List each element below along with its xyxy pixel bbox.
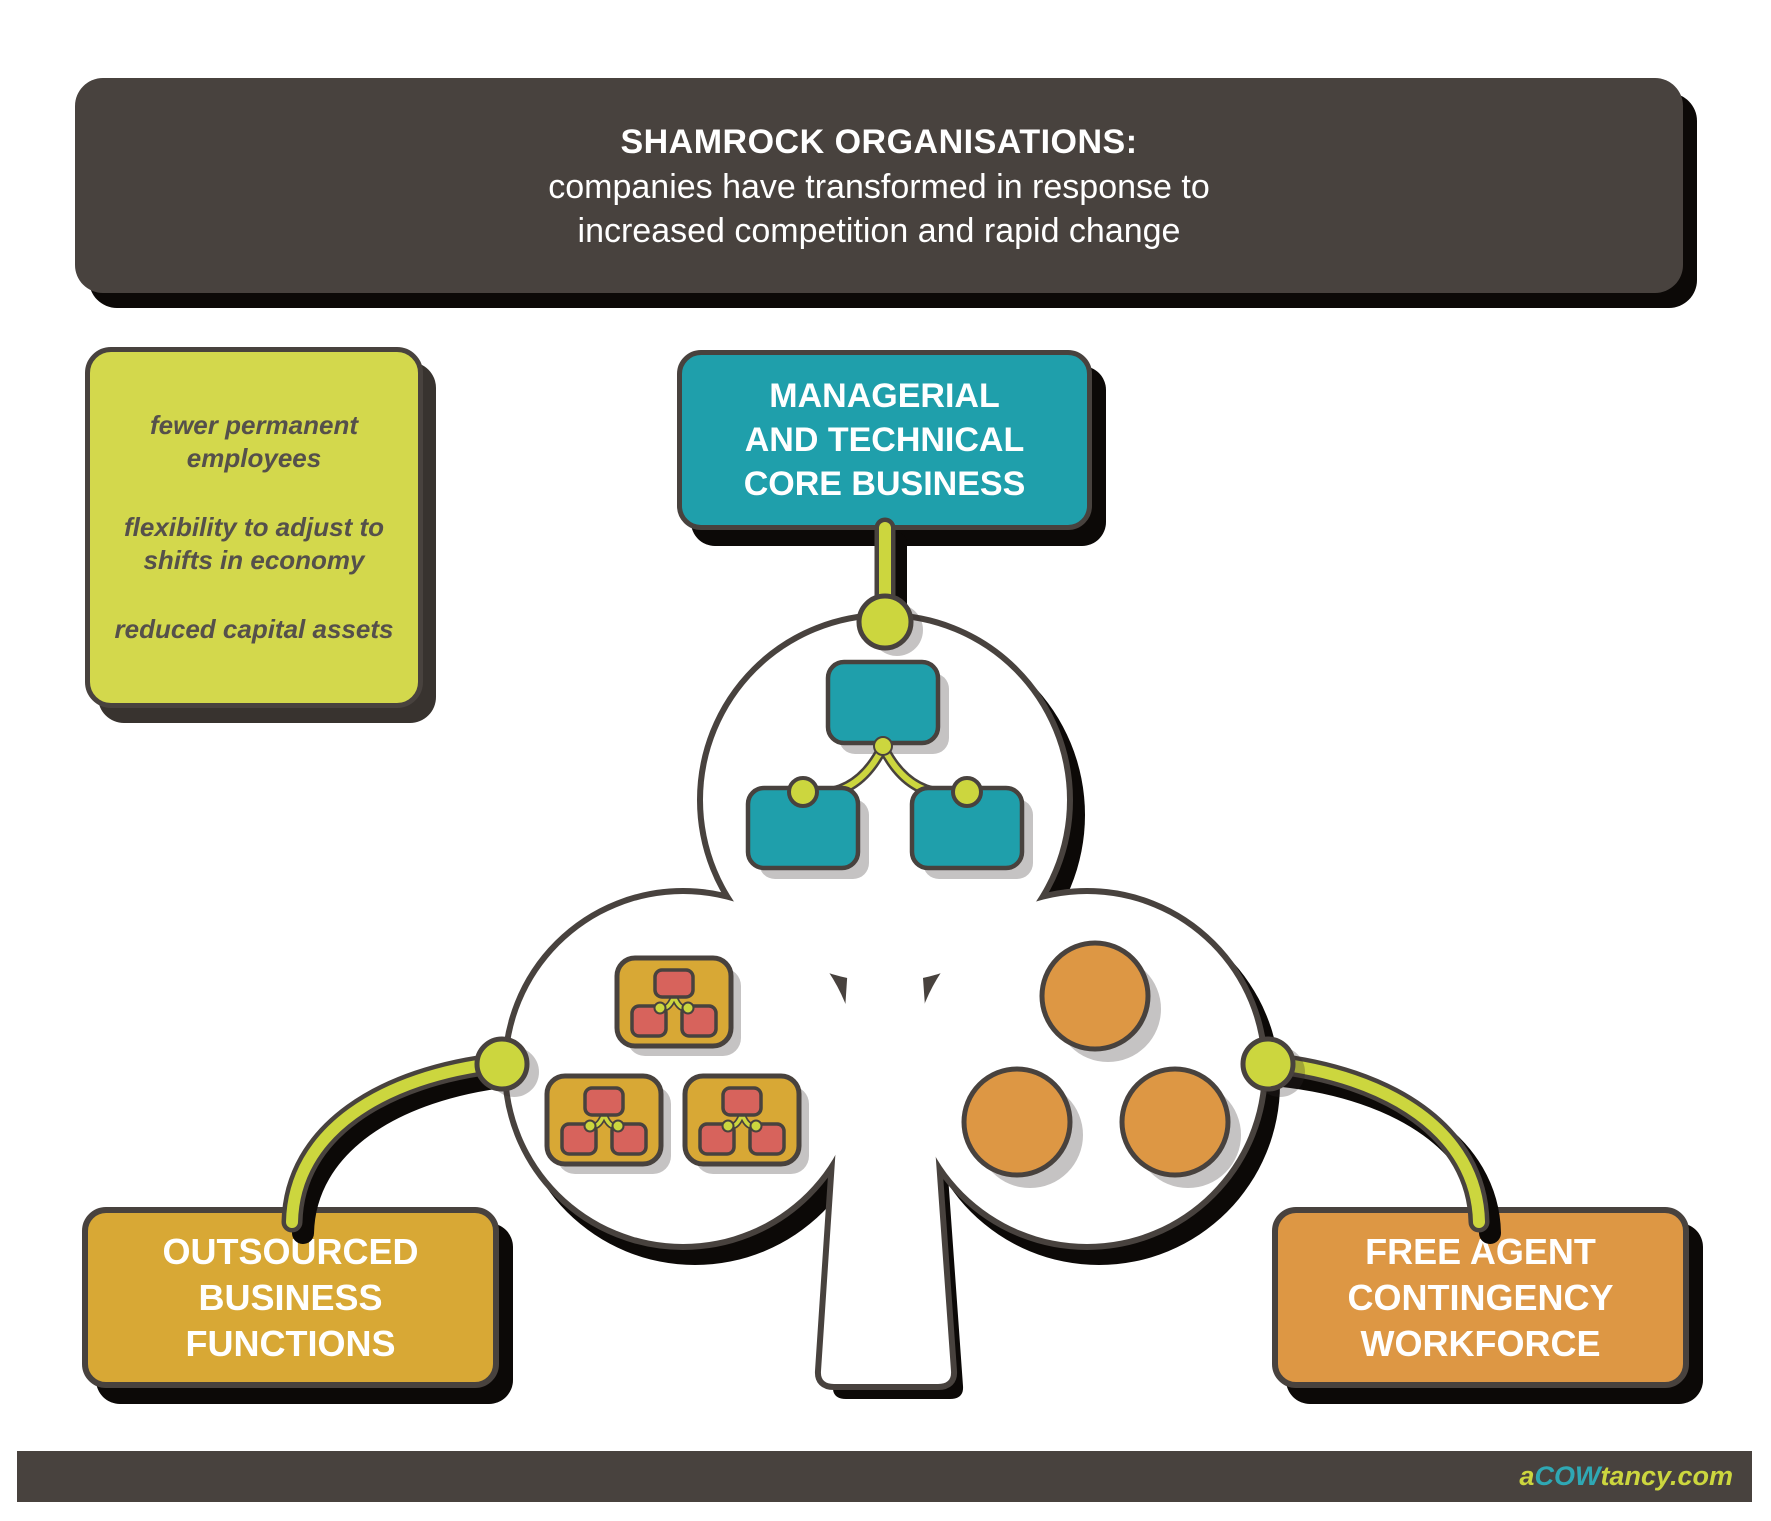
footer-bar: aCOWtancy.com xyxy=(17,1451,1752,1502)
top-joint-circle xyxy=(856,593,914,651)
shamrock-left-leaf xyxy=(508,894,858,1244)
outsourced-box: OUTSOURCED BUSINESS FUNCTIONS xyxy=(82,1207,499,1388)
shamrock-right-leaf-outline xyxy=(906,888,1268,1250)
free-agent-connector xyxy=(1265,1057,1485,1228)
connectors xyxy=(281,517,1501,1244)
free-agent-box: FREE AGENT CONTINGENCY WORKFORCE xyxy=(1272,1207,1689,1388)
right-joint-circle xyxy=(1240,1036,1296,1092)
core-business-box: MANAGERIAL AND TECHNICAL CORE BUSINESS xyxy=(677,350,1092,530)
joint-shadows xyxy=(489,604,1305,1097)
core-org-chart xyxy=(745,659,1033,879)
shamrock-stem-outline xyxy=(814,944,958,1390)
core-child-node-right xyxy=(909,785,1025,871)
page-subtitle-line2: increased competition and rapid change xyxy=(577,211,1181,250)
benefits-box: fewer permanent employees flexibility to… xyxy=(85,347,423,708)
free-agent-circles xyxy=(961,940,1241,1188)
benefit-item-2: flexibility to adjust to shifts in econo… xyxy=(123,512,384,575)
mini-org-chart-bottom-right xyxy=(682,1073,802,1167)
free-agent-connector-outline xyxy=(1260,1052,1490,1233)
free-agent-circle-left xyxy=(961,1066,1073,1178)
logo-prefix: a xyxy=(1519,1461,1535,1491)
logo-suffix: tancy.com xyxy=(1600,1461,1733,1491)
free-agent-box-line1: FREE AGENT xyxy=(1365,1230,1596,1272)
free-agent-circle-top xyxy=(1039,940,1151,1052)
shamrock-outline xyxy=(502,612,1268,1390)
mini-org-chart-top xyxy=(614,955,734,1049)
connector-shadows xyxy=(292,532,1501,1244)
free-agent-shadows xyxy=(977,956,1241,1188)
shamrock-top-leaf xyxy=(703,618,1067,982)
free-agent-box-line2: CONTINGENCY xyxy=(1347,1276,1614,1318)
outsourced-connector xyxy=(286,1057,506,1228)
shamrock-right-leaf xyxy=(912,894,1262,1244)
core-link-left xyxy=(802,741,889,800)
logo-highlight: COW xyxy=(1534,1461,1601,1491)
core-parent-joint xyxy=(873,736,893,756)
benefit-item-1: fewer permanent employees xyxy=(149,410,359,473)
outsourced-org-charts xyxy=(544,955,809,1174)
core-child-node-left xyxy=(745,785,861,871)
left-joint-circle xyxy=(474,1036,530,1092)
acowtancy-logo: aCOWtancy.com xyxy=(1519,1461,1733,1492)
benefit-item-3: reduced capital assets xyxy=(114,614,394,644)
core-parent-node xyxy=(825,659,941,746)
shamrock-top-leaf-outline xyxy=(697,612,1073,988)
core-left-joint xyxy=(787,776,819,808)
outsourced-connector-outline xyxy=(281,1052,511,1233)
mini-org-chart-bottom-left xyxy=(544,1073,664,1167)
core-box-line2: AND TECHNICAL xyxy=(744,421,1025,459)
core-link-left-fill xyxy=(805,744,886,797)
core-box-line3: CORE BUSINESS xyxy=(743,465,1026,503)
outsourced-box-line1: OUTSOURCED xyxy=(162,1230,419,1272)
outsourced-shadows xyxy=(557,968,809,1174)
core-link-right-fill xyxy=(880,744,961,797)
shamrock-body xyxy=(508,618,1262,1384)
shamrock-stem xyxy=(820,950,952,1384)
page-title: SHAMROCK ORGANISATIONS: xyxy=(620,122,1138,161)
free-agent-circle-right xyxy=(1119,1066,1231,1178)
outsourced-box-line3: FUNCTIONS xyxy=(185,1322,396,1364)
core-box-line1: MANAGERIAL xyxy=(769,377,1000,415)
outsourced-box-line2: BUSINESS xyxy=(198,1276,383,1318)
page-subtitle-line1: companies have transformed in response t… xyxy=(548,167,1210,206)
core-org-chart-shadow xyxy=(759,673,1033,879)
core-right-joint xyxy=(951,776,983,808)
shamrock-left-leaf-outline xyxy=(502,888,864,1250)
header-banner: SHAMROCK ORGANISATIONS: companies have t… xyxy=(75,78,1683,293)
free-agent-box-line3: WORKFORCE xyxy=(1360,1322,1601,1364)
core-link-right xyxy=(877,741,964,800)
shamrock-shadow xyxy=(514,627,1280,1399)
